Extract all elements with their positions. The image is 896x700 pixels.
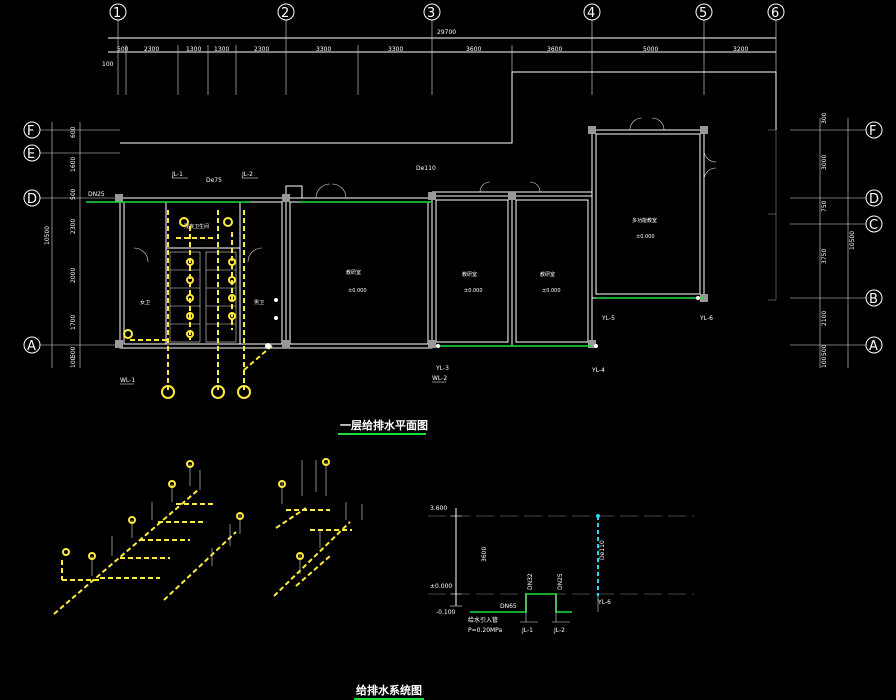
riser-yl: YL-6 <box>597 599 611 606</box>
axis-F-left: F <box>27 124 34 139</box>
left-seg: 600 <box>70 126 77 138</box>
pipe-label-yl5: YL-5 <box>601 315 615 322</box>
axis-3: 3 <box>427 6 435 21</box>
dim-seg: 3200 <box>733 46 748 53</box>
pipe-label-riser: De110 <box>416 165 436 172</box>
room-label: 女卫 <box>140 299 150 306</box>
pipe-label-yl3: YL-3 <box>435 365 449 372</box>
pipe-b-label: DN25 <box>557 573 564 590</box>
room-label: 残疾卫生间 <box>184 223 209 230</box>
right-seg: 3750 <box>821 249 828 264</box>
axis-5: 5 <box>699 6 707 21</box>
left-seg: 1600 <box>70 157 77 172</box>
axis-A-right: A <box>869 339 878 354</box>
axis-A-left: A <box>27 339 36 354</box>
dim-seg: 3600 <box>466 46 481 53</box>
dim-seg: 3300 <box>388 46 403 53</box>
pipe-a-label: DN32 <box>527 573 534 590</box>
room-label: 多功能教室 <box>632 217 657 224</box>
dim-seg: 3600 <box>547 46 562 53</box>
row-axis-bubbles-right: F D C B A 300 3000 750 3750 2100 500 105… <box>790 112 883 368</box>
dim-seg: 2300 <box>144 46 159 53</box>
elev-top: 3.600 <box>430 505 447 512</box>
room-label: 教研室 <box>540 271 555 278</box>
isometric-drain-system-left <box>53 460 244 615</box>
room-elev: ±0.000 <box>636 234 655 240</box>
riser-dia: De110 <box>599 540 606 560</box>
right-seg: 2100 <box>821 311 828 326</box>
room-label: 男卫 <box>254 300 264 306</box>
axis-6: 6 <box>771 6 779 21</box>
isometric-drain-system-middle <box>273 458 363 597</box>
riser-jl1: JL-1 <box>521 627 533 634</box>
pipe-label-yl6: YL-6 <box>699 315 713 322</box>
room-label: 教研室 <box>462 271 477 278</box>
axis-E-left: E <box>27 147 35 162</box>
right-seg: 3000 <box>821 155 828 170</box>
column-axis-bubbles: 1 2 3 4 5 6 <box>109 3 785 30</box>
pipe-label-dn: DN25 <box>88 191 105 198</box>
left-seg: 500 <box>70 188 77 200</box>
pipe-label-jl2: JL-2 <box>241 171 253 178</box>
left-total: 10500 <box>44 226 51 245</box>
right-bottom: 100 <box>821 356 828 368</box>
room-elev: ±0.000 <box>542 288 561 294</box>
supply-system-diagram: 3.600 ±0.000 -0.100 3600 DN65 给水引入管 P=0.… <box>428 505 694 634</box>
axis-C-right: C <box>869 218 878 233</box>
right-seg: 750 <box>821 200 828 212</box>
pipe-label-riser: De75 <box>206 177 222 184</box>
height-dim: 3600 <box>481 547 488 562</box>
left-seg: 2000 <box>70 268 77 283</box>
right-seg: 500 <box>821 344 828 356</box>
pipe-label-wl2: WL-2 <box>432 375 447 382</box>
top-dimension-chain: 29700 500 2300 1300 1300 2300 3300 3300 … <box>102 29 777 95</box>
axis-F-right: F <box>869 124 876 139</box>
plan-pipe-labels: JL-1 JL-2 DN25 WL-1 WL-2 YL-3 YL-4 YL-5 … <box>88 165 713 385</box>
axis-D-right: D <box>869 192 879 207</box>
right-total: 10500 <box>849 231 856 250</box>
main-pipe-note: 给水引入管 <box>468 616 498 624</box>
dim-seg: 2300 <box>254 46 269 53</box>
pipe-label-yl4: YL-4 <box>591 367 605 374</box>
right-seg: 300 <box>821 112 828 124</box>
plan-title: 一层给排水平面图 <box>340 418 428 432</box>
elev-zero: ±0.000 <box>430 583 452 590</box>
dim-seg: 1300 <box>214 46 229 53</box>
axis-2: 2 <box>281 6 289 21</box>
system-title-block: 给排水系统图 <box>354 683 424 700</box>
axis-4: 4 <box>587 6 595 21</box>
system-title: 给排水系统图 <box>356 683 422 697</box>
room-elev: ±0.000 <box>464 288 483 294</box>
plan-pipes <box>86 201 704 399</box>
main-pipe-label: DN65 <box>500 603 517 610</box>
pipe-label-wl1: WL-1 <box>120 377 135 384</box>
room-label: 教研室 <box>346 269 361 276</box>
dim-seg: 3300 <box>316 46 331 53</box>
left-bottom: 100 <box>70 356 77 368</box>
overall-dim: 29700 <box>437 29 456 36</box>
left-seg: 500 <box>70 346 77 358</box>
axis-B-right: B <box>869 292 878 307</box>
room-elev: ±0.000 <box>348 288 367 294</box>
pressure-note: P=0.20MPa <box>468 627 503 634</box>
room-labels: 教研室 ±0.000 教研室 ±0.000 教研室 ±0.000 多功能教室 ±… <box>140 217 657 306</box>
dim-top-left: 100 <box>102 61 114 68</box>
row-axis-bubbles-left: F E D A 10500 600 1600 500 2300 2000 170… <box>23 121 120 368</box>
axis-1: 1 <box>113 6 121 21</box>
plan-title-block: 一层给排水平面图 <box>338 418 428 435</box>
riser-jl2: JL-2 <box>553 627 565 634</box>
left-seg: 2300 <box>70 219 77 234</box>
axis-D-left: D <box>27 192 37 207</box>
building-walls <box>115 71 777 349</box>
elev-minus: -0.100 <box>436 609 456 616</box>
dim-seg: 5000 <box>643 46 658 53</box>
pipe-label-jl1: JL-1 <box>171 171 183 178</box>
dim-seg: 1300 <box>186 46 201 53</box>
left-seg: 1700 <box>70 315 77 330</box>
dim-seg: 500 <box>117 46 129 53</box>
